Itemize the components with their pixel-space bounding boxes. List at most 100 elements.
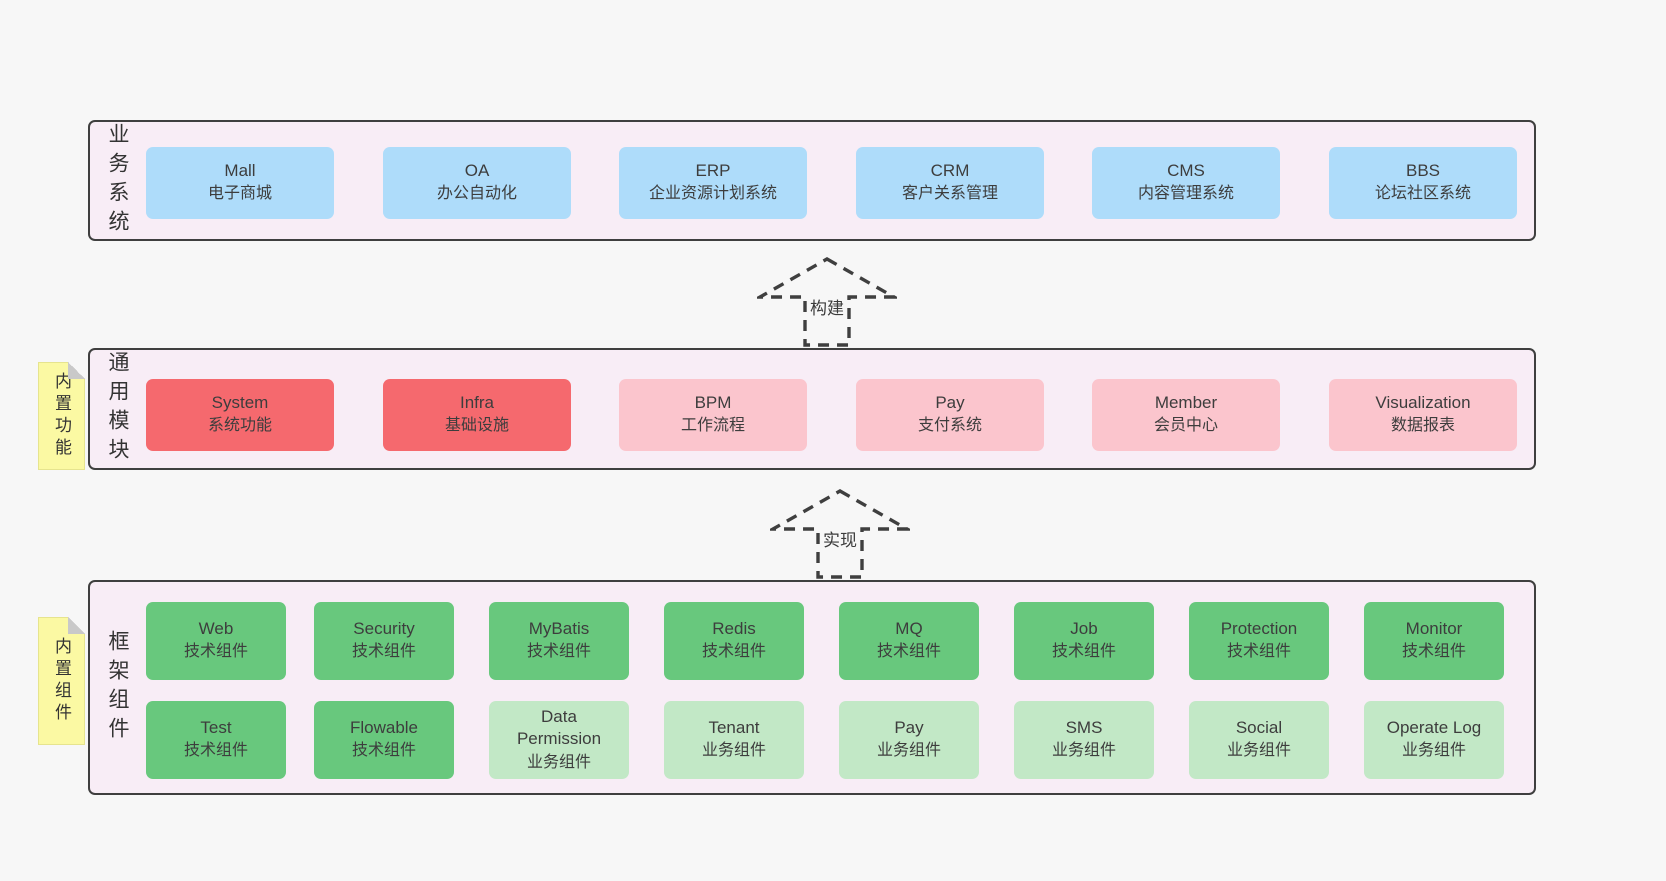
band-business-systems: 业务系统 Mall 电子商城 OA 办公自动化 ERP 企业资源计划系统 CRM… — [88, 120, 1536, 241]
box-title: ERP — [695, 161, 731, 181]
note-text: 内置功能 — [52, 372, 71, 460]
box-sms: SMS 业务组件 — [1014, 701, 1154, 779]
box-subtitle: 技术组件 — [701, 643, 766, 661]
box-subtitle: 技术组件 — [1051, 643, 1116, 661]
box-subtitle: 基础设施 — [444, 417, 509, 435]
box-social: Social 业务组件 — [1189, 701, 1329, 779]
box-title: System — [211, 393, 269, 413]
box-title: Test — [200, 718, 232, 738]
box-subtitle: 系统功能 — [207, 417, 272, 435]
box-bbs: BBS 论坛社区系统 — [1329, 147, 1517, 219]
note-fold-corner — [68, 362, 85, 379]
implement-arrow: 实现 — [770, 488, 910, 580]
box-member: Member 会员中心 — [1092, 379, 1280, 451]
box-title: MyBatis — [528, 619, 590, 639]
box-title: Member — [1154, 393, 1218, 413]
box-pay: Pay 支付系统 — [856, 379, 1044, 451]
box-title: Redis — [712, 619, 756, 639]
box-mybatis: MyBatis 技术组件 — [489, 602, 629, 680]
box-subtitle: 会员中心 — [1153, 417, 1218, 435]
box-web: Web 技术组件 — [146, 602, 286, 680]
box-data-permission: Data Permission 业务组件 — [489, 701, 629, 779]
box-title: Monitor — [1405, 619, 1463, 639]
box-bpm: BPM 工作流程 — [619, 379, 807, 451]
box-title: Tenant — [708, 718, 760, 738]
box-protection: Protection 技术组件 — [1189, 602, 1329, 680]
band-components-label: 框架组件 — [106, 629, 129, 746]
box-title: Flowable — [349, 718, 419, 738]
box-monitor: Monitor 技术组件 — [1364, 602, 1504, 680]
band-business-label: 业务系统 — [106, 122, 129, 239]
build-arrow-label: 构建 — [807, 294, 847, 319]
box-subtitle: 办公自动化 — [436, 185, 517, 203]
box-subtitle: 业务组件 — [701, 742, 766, 760]
box-subtitle: 业务组件 — [1401, 742, 1466, 760]
box-flowable: Flowable 技术组件 — [314, 701, 454, 779]
box-redis: Redis 技术组件 — [664, 602, 804, 680]
box-erp: ERP 企业资源计划系统 — [619, 147, 807, 219]
box-subtitle: 企业资源计划系统 — [648, 185, 777, 203]
box-title: Pay — [935, 393, 965, 413]
note-text: 内置组件 — [52, 637, 71, 725]
box-title: Protection — [1220, 619, 1298, 639]
box-title: CMS — [1167, 161, 1205, 181]
box-title: Web — [198, 619, 234, 639]
box-title: Social — [1235, 718, 1283, 738]
box-job: Job 技术组件 — [1014, 602, 1154, 680]
box-mq: MQ 技术组件 — [839, 602, 979, 680]
box-mall: Mall 电子商城 — [146, 147, 334, 219]
box-title: Visualization — [1375, 393, 1471, 413]
box-subtitle: 业务组件 — [876, 742, 941, 760]
box-subtitle: 支付系统 — [917, 417, 982, 435]
box-subtitle: 技术组件 — [351, 643, 416, 661]
box-title: Job — [1070, 619, 1098, 639]
box-subtitle: 技术组件 — [351, 742, 416, 760]
box-crm: CRM 客户关系管理 — [856, 147, 1044, 219]
box-title: Infra — [459, 393, 495, 413]
box-subtitle: 工作流程 — [680, 417, 745, 435]
box-title: SMS — [1065, 718, 1103, 738]
box-subtitle: 论坛社区系统 — [1374, 185, 1471, 203]
box-operate-log: Operate Log 业务组件 — [1364, 701, 1504, 779]
box-subtitle: 业务组件 — [1051, 742, 1116, 760]
box-subtitle: 技术组件 — [183, 742, 248, 760]
up-arrow-icon — [757, 257, 897, 347]
box-title: OA — [464, 161, 490, 181]
build-arrow: 构建 — [757, 256, 897, 348]
band-framework-components: 框架组件 Web 技术组件 Security 技术组件 MyBatis 技术组件… — [88, 580, 1536, 795]
note-built-in-components: 内置组件 — [38, 617, 85, 745]
box-title: Data Permission — [516, 707, 602, 749]
band-common-modules: 通用模块 System 系统功能 Infra 基础设施 BPM 工作流程 Pay… — [88, 348, 1536, 470]
box-security: Security 技术组件 — [314, 602, 454, 680]
box-test: Test 技术组件 — [146, 701, 286, 779]
box-subtitle: 内容管理系统 — [1137, 185, 1234, 203]
note-built-in-features: 内置功能 — [38, 362, 85, 470]
box-subtitle: 技术组件 — [876, 643, 941, 661]
box-subtitle: 业务组件 — [1226, 742, 1291, 760]
note-fold-corner — [68, 617, 85, 634]
box-title: Operate Log — [1386, 718, 1482, 738]
implement-arrow-label: 实现 — [820, 526, 860, 551]
box-pay-component: Pay 业务组件 — [839, 701, 979, 779]
box-title: Pay — [894, 718, 924, 738]
box-title: Security — [353, 619, 415, 639]
box-subtitle: 技术组件 — [1401, 643, 1466, 661]
box-system: System 系统功能 — [146, 379, 334, 451]
box-subtitle: 技术组件 — [1226, 643, 1291, 661]
box-subtitle: 数据报表 — [1390, 417, 1455, 435]
box-title: CRM — [930, 161, 970, 181]
box-subtitle: 技术组件 — [526, 643, 591, 661]
box-cms: CMS 内容管理系统 — [1092, 147, 1280, 219]
up-arrow-icon — [770, 489, 910, 579]
box-tenant: Tenant 业务组件 — [664, 701, 804, 779]
box-subtitle: 技术组件 — [183, 643, 248, 661]
box-visualization: Visualization 数据报表 — [1329, 379, 1517, 451]
box-oa: OA 办公自动化 — [383, 147, 571, 219]
box-subtitle: 电子商城 — [207, 185, 272, 203]
box-title: BBS — [1405, 161, 1441, 181]
box-title: MQ — [895, 619, 923, 639]
box-subtitle: 业务组件 — [526, 753, 591, 771]
band-modules-label: 通用模块 — [106, 351, 129, 467]
box-title: Mall — [224, 161, 256, 181]
